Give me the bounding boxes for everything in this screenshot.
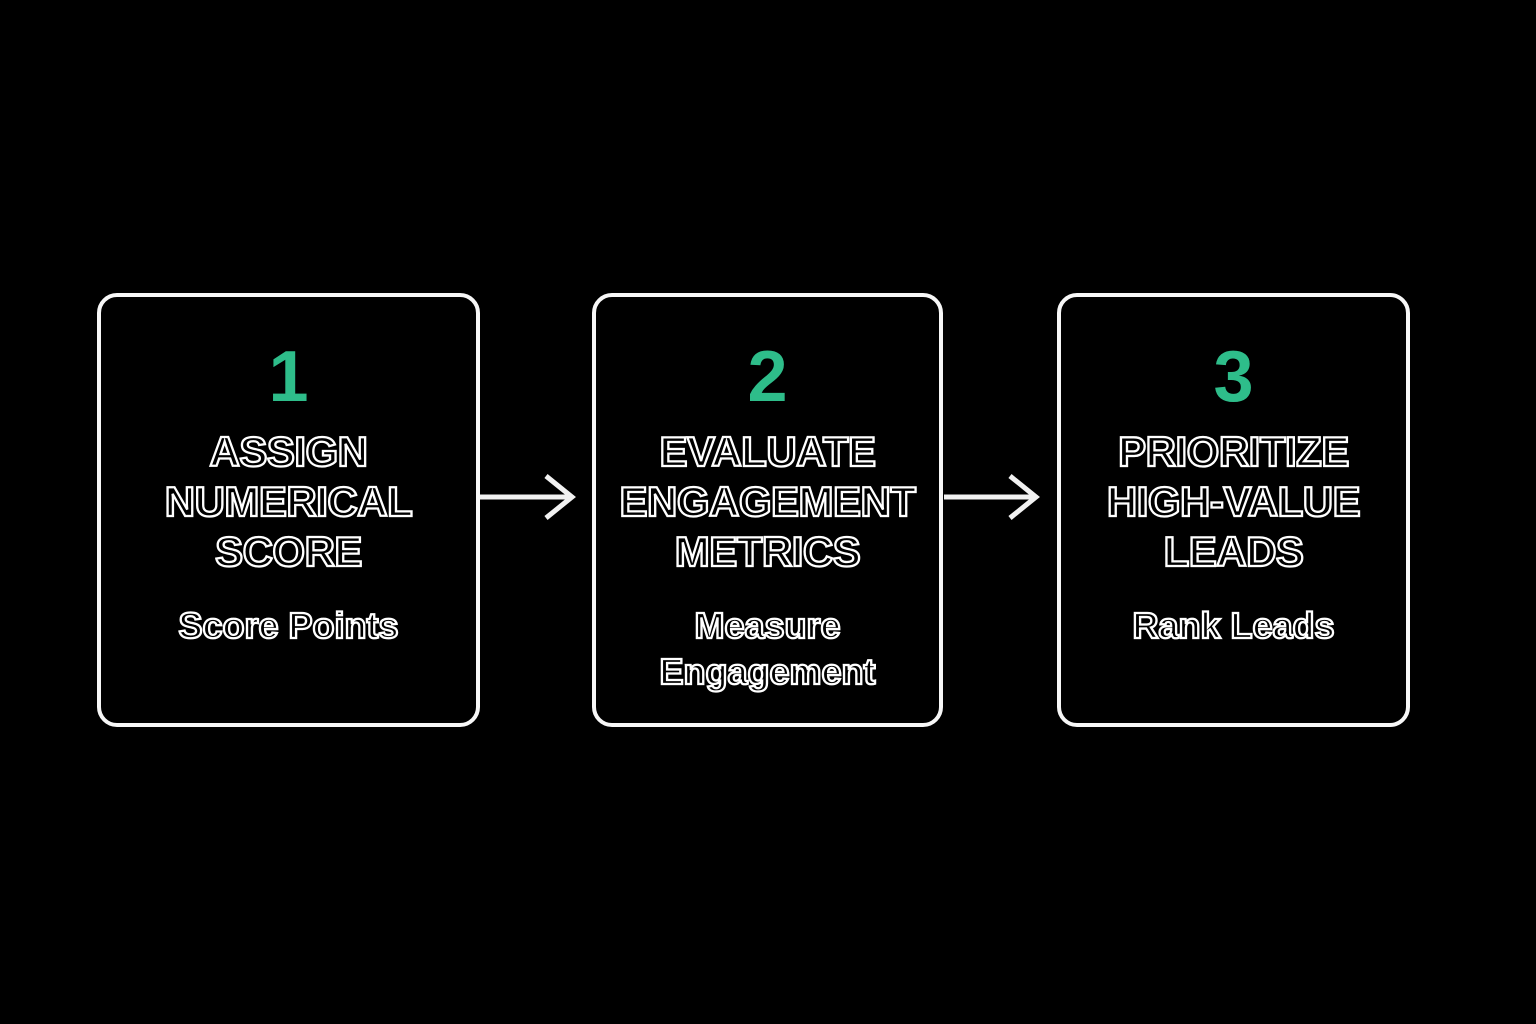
step-subtitle: Score Points [177, 604, 399, 647]
step-subtitle: Rank Leads [1131, 604, 1335, 647]
step-number: 2 [747, 337, 788, 417]
step-subtitle: Measure Engagement [658, 604, 876, 693]
step-number: 3 [1213, 337, 1254, 417]
step-title: ASSIGN NUMERICAL SCORE [164, 427, 414, 576]
arrow-right-icon [478, 469, 578, 525]
step-number: 1 [268, 337, 309, 417]
step-title: EVALUATE ENGAGEMENT METRICS [618, 427, 917, 576]
step-title: PRIORITIZE HIGH-VALUE LEADS [1106, 427, 1362, 576]
step-card-2: 2 EVALUATE ENGAGEMENT METRICS Measure En… [592, 293, 943, 727]
arrow-right-icon [942, 469, 1042, 525]
step-card-1: 1 ASSIGN NUMERICAL SCORE Score Points [97, 293, 480, 727]
step-card-3: 3 PRIORITIZE HIGH-VALUE LEADS Rank Leads [1057, 293, 1410, 727]
